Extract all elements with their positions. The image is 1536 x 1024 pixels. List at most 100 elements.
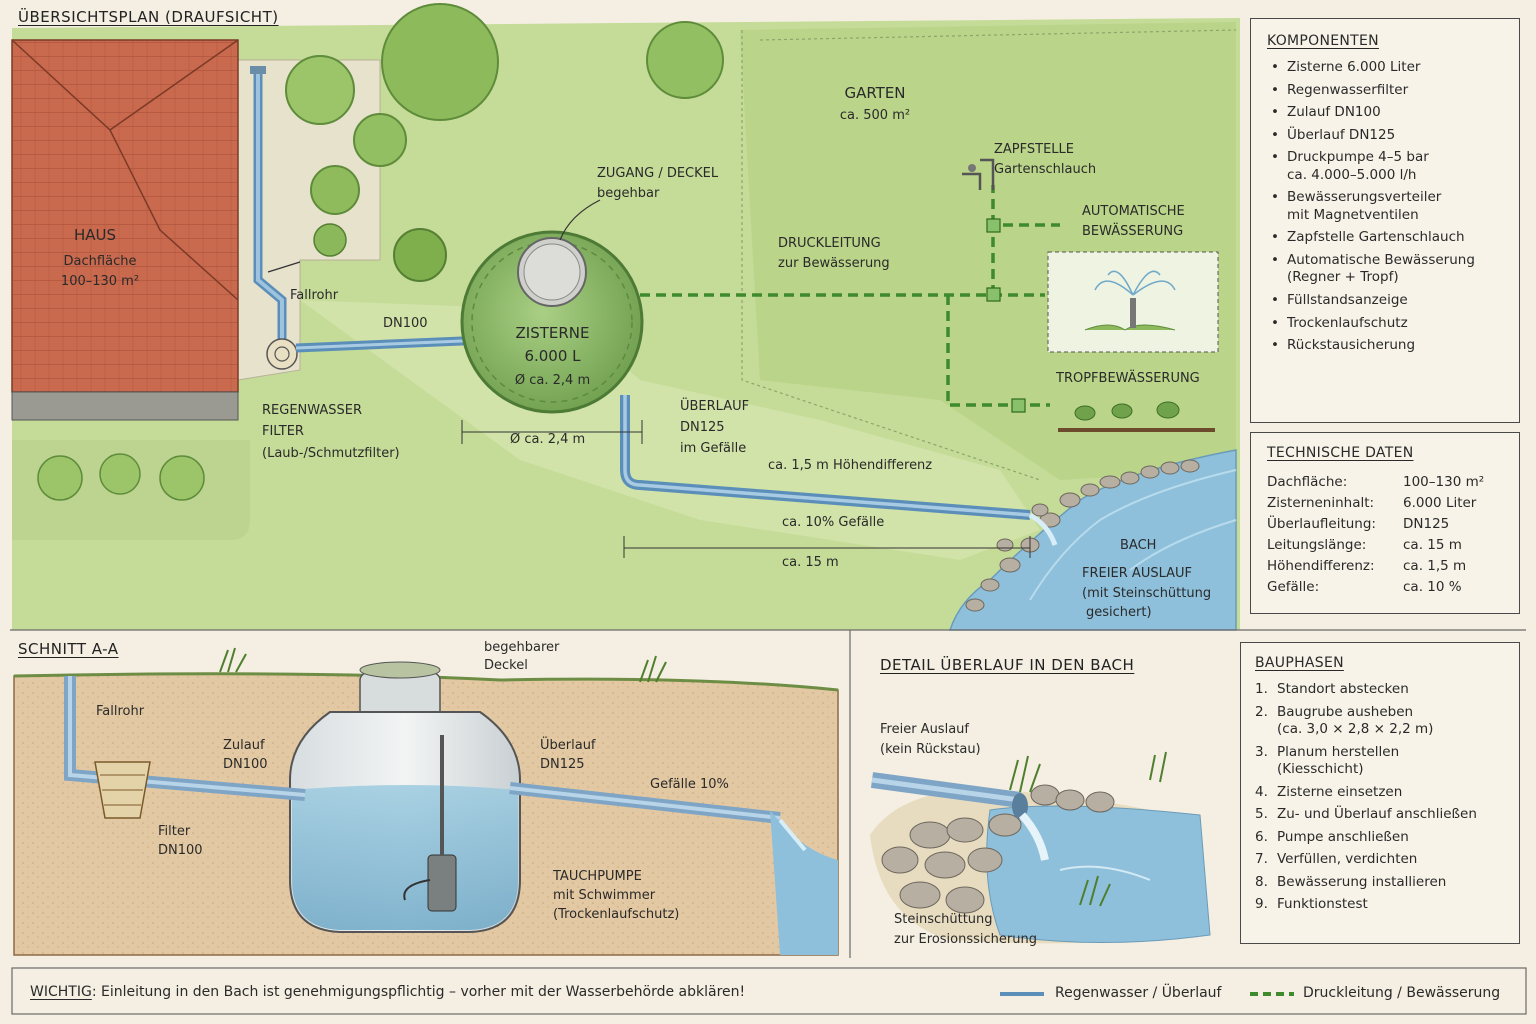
phase-text: Standort abstecken xyxy=(1277,681,1409,697)
component-item: Füllstandsanzeige xyxy=(1267,292,1505,310)
section-lid2: Deckel xyxy=(484,658,528,673)
tech-key: Überlaufleitung: xyxy=(1267,515,1376,532)
section-pump2: mit Schwimmer xyxy=(553,888,656,903)
detail-stones1: Steinschüttung xyxy=(894,912,993,927)
phase-item: 6.Pumpe anschließen xyxy=(1255,829,1505,847)
drip-title: TROPFBEWÄSSERUNG xyxy=(1056,371,1200,386)
phase-item: 3. Planum herstellen (Kiesschicht) xyxy=(1255,744,1505,779)
overflow-sub: im Gefälle xyxy=(680,441,747,456)
important-text: : Einleitung in den Bach ist genehmigung… xyxy=(91,984,746,1000)
auto-irrigation-title1: AUTOMATISCHE xyxy=(1082,204,1185,219)
phase-number: 7. xyxy=(1255,851,1268,868)
section-overflow2: DN125 xyxy=(540,757,585,772)
detail-outlet1: Freier Auslauf xyxy=(880,722,969,737)
tech-row: Zisterneninhalt:6.000 Liter xyxy=(1267,492,1484,513)
section-slope: Gefälle 10% xyxy=(650,777,729,792)
overflow-dn: DN125 xyxy=(680,420,725,435)
tap-title: ZAPFSTELLE xyxy=(994,142,1074,157)
sprinkler-icon xyxy=(1094,270,1176,296)
section-inlet1: Zulauf xyxy=(223,738,265,753)
phases-panel: BAUPHASEN 1. Standort abstecken 2.Baugrube… xyxy=(1240,642,1520,944)
outlet-sub2: gesichert) xyxy=(1086,605,1152,620)
phases-list: 1. Standort abstecken 2.Baugrube ausheben … xyxy=(1255,681,1505,914)
phase-item: 8. Bewässerung installieren xyxy=(1255,874,1505,892)
component-item: Druckpumpe 4–5 bar ca. 4.000–5.000 l/h xyxy=(1267,149,1505,184)
tech-row: Dachfläche: 100–130 m² xyxy=(1267,471,1484,492)
phase-number: 1. xyxy=(1255,681,1268,697)
filter-title2: FILTER xyxy=(262,424,304,439)
component-item: Automatische Bewässerung (Regner + Tropf… xyxy=(1267,252,1505,287)
component-item: Regenwasserfilter xyxy=(1267,82,1505,100)
garden-sub: ca. 500 m² xyxy=(839,108,911,123)
outlet-title: FREIER AUSLAUF xyxy=(1082,566,1193,581)
garden-title: GARTEN xyxy=(844,84,906,102)
phase-number: 4. xyxy=(1255,783,1268,800)
phases-title: BAUPHASEN xyxy=(1255,655,1344,671)
cistern-top xyxy=(460,230,644,414)
tap-sub: Gartenschlauch xyxy=(994,162,1097,177)
phase-item: 7. Verfüllen, verdichten xyxy=(1255,851,1505,869)
component-item: Überlauf DN125 xyxy=(1267,127,1505,145)
tech-key: Dachfläche: xyxy=(1267,473,1348,490)
section-filter2: DN100 xyxy=(158,843,203,858)
filter-icon xyxy=(266,338,298,370)
plan-dn100: DN100 xyxy=(383,316,428,331)
pressure-title: DRUCKLEITUNG xyxy=(778,236,881,251)
tap-icon xyxy=(962,158,995,190)
filter-title1: REGENWASSER xyxy=(262,403,363,418)
component-item: Bewässerungsverteiler mit Magnetventilen xyxy=(1267,189,1505,224)
important-label: WICHTIG xyxy=(30,984,92,1000)
auto-irrigation-title2: BEWÄSSERUNG xyxy=(1082,224,1184,239)
section-drawing xyxy=(13,661,839,956)
filter-sub: (Laub-/Schmutzfilter) xyxy=(262,446,400,461)
outlet-sub1: (mit Steinschüttung xyxy=(1082,586,1212,601)
house-sub2: 100–130 m² xyxy=(60,274,140,289)
tech-key: Höhendifferenz: xyxy=(1267,557,1375,574)
section-overflow1: Überlauf xyxy=(540,738,596,753)
cistern-volume: 6.000 L xyxy=(524,347,581,365)
phase-text: Planum herstellen (Kiesschicht) xyxy=(1277,743,1400,778)
phase-number: 3. xyxy=(1255,743,1268,760)
tech-title: TECHNISCHE DATEN xyxy=(1267,445,1414,461)
tech-key: Gefälle: xyxy=(1267,578,1320,595)
components-title: KOMPONENTEN xyxy=(1267,33,1379,49)
phase-number: 8. xyxy=(1255,873,1268,890)
cistern-title: ZISTERNE xyxy=(515,324,590,342)
phase-text: Pumpe anschließen xyxy=(1277,828,1409,845)
phase-text: Zisterne einsetzen xyxy=(1277,783,1403,800)
detail-title: DETAIL ÜBERLAUF IN DEN BACH xyxy=(880,656,1135,674)
legend-blue-label: Regenwasser / Überlauf xyxy=(1055,985,1222,1001)
tech-value: ca. 10 % xyxy=(1403,578,1462,595)
section-filter1: Filter xyxy=(158,824,191,839)
cistern-diameter: Ø ca. 2,4 m xyxy=(514,373,591,388)
phase-text: Bewässerung installieren xyxy=(1277,873,1447,890)
downpipe xyxy=(250,66,287,345)
detail-drawing xyxy=(870,772,1211,944)
diameter-dimension: Ø ca. 2,4 m xyxy=(510,432,586,447)
phase-item: 2.Baugrube ausheben (ca. 3,0 × 2,8 × 2,2… xyxy=(1255,704,1505,739)
component-item: Zulauf DN100 xyxy=(1267,104,1505,122)
phase-text: Verfüllen, verdichten xyxy=(1277,851,1418,868)
tech-value: 100–130 m² xyxy=(1403,473,1485,490)
creek-label: BACH xyxy=(1120,538,1157,553)
length-label: ca. 15 m xyxy=(782,555,839,570)
height-diff-label: ca. 1,5 m Höhendifferenz xyxy=(768,458,933,473)
tech-row: Höhendifferenz:ca. 1,5 m xyxy=(1267,555,1484,576)
section-title: SCHNITT A-A xyxy=(18,640,119,658)
house-sub1: Dachfläche xyxy=(63,254,137,269)
trees xyxy=(37,3,724,501)
tech-row: Überlaufleitung:DN125 xyxy=(1267,513,1484,534)
tech-row: Gefälle: ca. 10 % xyxy=(1267,576,1484,597)
tech-value: 6.000 Liter xyxy=(1403,494,1477,511)
tech-key: Leitungslänge: xyxy=(1267,536,1367,553)
components-panel: KOMPONENTEN Zisterne 6.000 LiterRegenwas… xyxy=(1250,18,1520,423)
component-item: Trockenlaufschutz xyxy=(1267,315,1505,333)
section-fallrohr: Fallrohr xyxy=(96,704,145,719)
components-list: Zisterne 6.000 LiterRegenwasserfilterZul… xyxy=(1267,59,1505,355)
detail-outlet2: (kein Rückstau) xyxy=(880,742,981,757)
phase-text: Funktionstest xyxy=(1277,896,1368,913)
plan-title: ÜBERSICHTSPLAN (DRAUFSICHT) xyxy=(18,8,279,26)
tech-panel: TECHNISCHE DATEN Dachfläche: 100–130 m² Zi… xyxy=(1250,432,1520,614)
house-title: HAUS xyxy=(73,226,117,244)
